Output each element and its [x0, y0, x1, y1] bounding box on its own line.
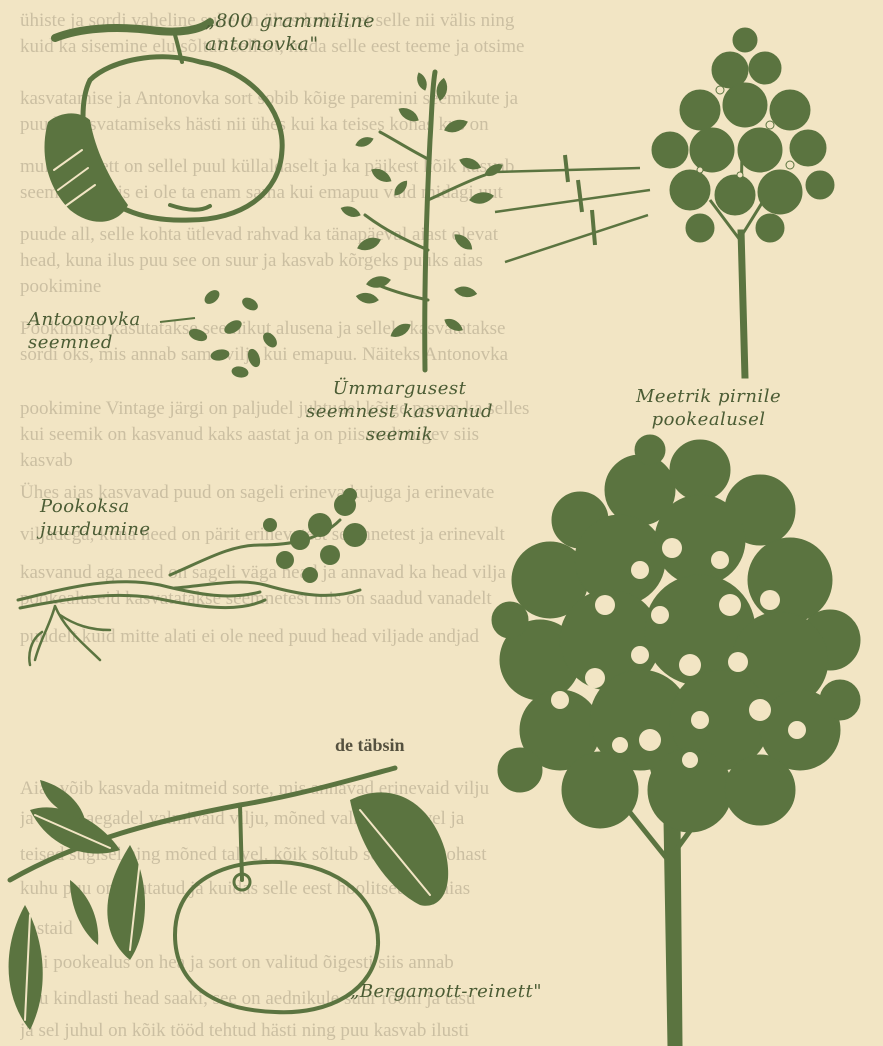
caption-seedling: Ümmargusest seemnest kasvanud seemik	[306, 377, 493, 446]
caption-graft: Meetrik pirnile pookealusel	[636, 385, 781, 431]
caption-bergamot: „Bergamott-reinett"	[350, 980, 542, 1003]
graft-arrows	[495, 155, 650, 262]
caption-graft-rooting: Pookoksa juurdumine	[40, 495, 151, 541]
caption-antonovka-apple: „800 grammiline antonovka"	[205, 10, 375, 56]
caption-seeds: Antoonovka seemned	[28, 308, 141, 354]
seedling-drawing	[340, 72, 504, 370]
grafted-tree-drawing	[652, 28, 834, 378]
fruit-tree-drawing	[492, 435, 860, 1046]
antonovka-seeds	[160, 288, 279, 378]
